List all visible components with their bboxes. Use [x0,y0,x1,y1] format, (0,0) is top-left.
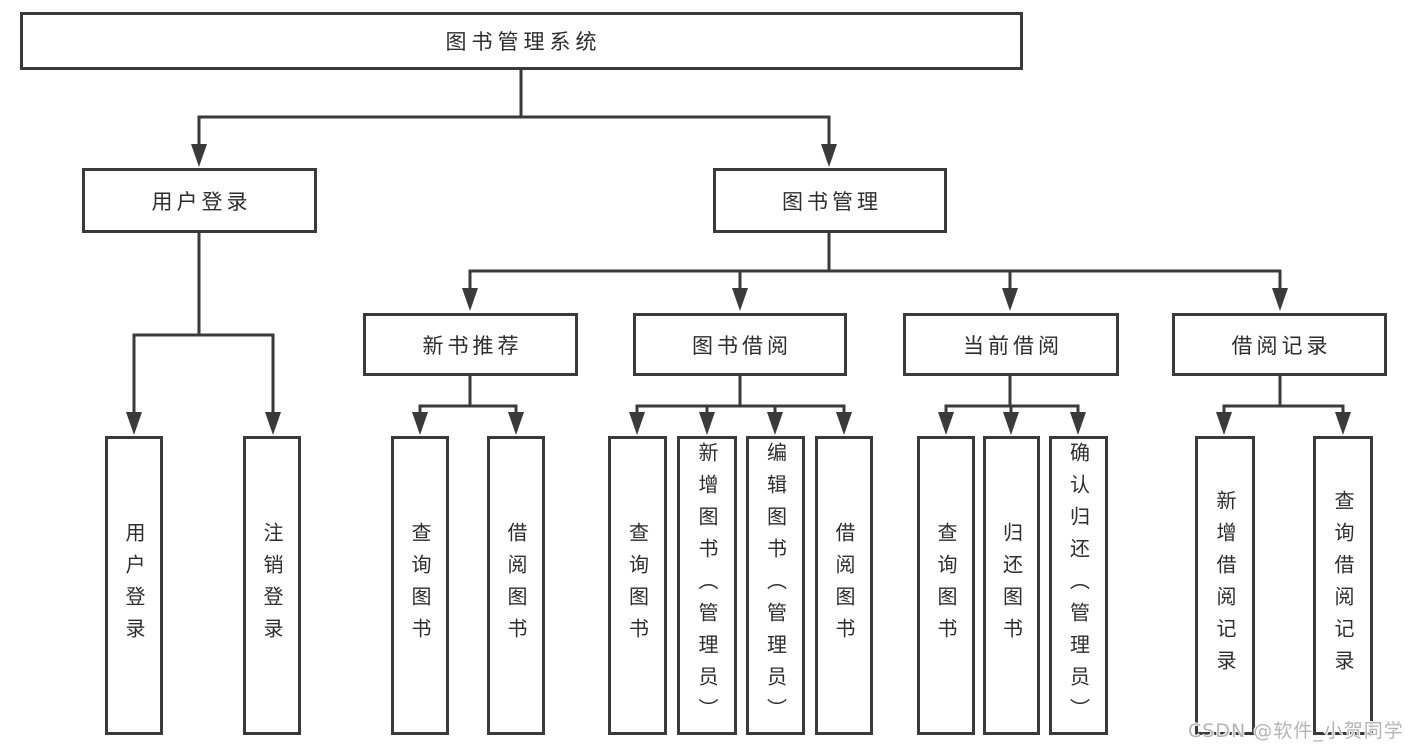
node-label: 图书管理 [782,189,882,214]
node-label: 图书借阅 [692,333,792,358]
node-book-borrowing: 图书借阅 [633,313,847,376]
node-new-book-recommendation: 新书推荐 [363,313,578,376]
node-label: 当前借阅 [963,333,1063,358]
leaf-query-books-recommend: 查询图书 [391,436,449,735]
node-label: 新书推荐 [422,333,523,358]
leaf-label: 新增图书（管理员） [695,441,719,730]
leaf-label: 新增借阅记录 [1213,489,1237,682]
leaf-confirm-return-admin: 确认归还（管理员） [1049,436,1108,735]
node-current-borrowing: 当前借阅 [903,313,1119,376]
leaf-label: 借阅图书 [832,521,856,650]
node-label: 用户登录 [151,189,252,214]
node-borrowing-records: 借阅记录 [1172,313,1387,376]
node-book-management: 图书管理 [713,168,947,233]
node-user-login: 用户登录 [82,168,317,233]
leaf-label: 编辑图书（管理员） [763,441,788,730]
node-library-management-system: 图书管理系统 [20,12,1023,70]
leaf-label: 查询借阅记录 [1331,489,1355,682]
leaf-label: 查询图书 [408,521,432,650]
leaf-user-login: 用户登录 [105,436,163,735]
tree-connectors [126,70,1351,435]
leaf-edit-books-admin: 编辑图书（管理员） [746,436,805,735]
node-label: 图书管理系统 [445,30,602,54]
node-label: 借阅记录 [1231,333,1332,358]
leaf-logout: 注销登录 [243,436,301,735]
leaf-label: 归还图书 [999,521,1024,650]
leaf-return-books: 归还图书 [983,436,1040,735]
leaf-label: 确认归还（管理员） [1066,441,1091,730]
leaf-label: 用户登录 [122,521,146,650]
leaf-label: 借阅图书 [504,521,528,650]
leaf-query-books-borrowing: 查询图书 [608,436,667,735]
leaf-label: 查询图书 [934,521,958,650]
leaf-label: 查询图书 [625,521,650,650]
leaf-query-books-current: 查询图书 [917,436,975,735]
leaf-label: 注销登录 [260,521,284,650]
leaf-add-borrow-record: 新增借阅记录 [1195,436,1255,735]
leaf-borrow-books-recommend: 借阅图书 [487,436,545,735]
watermark: CSDN @软件_小贺同学 [1188,720,1404,742]
leaf-add-books-admin: 新增图书（管理员） [677,436,737,735]
leaf-borrow-books-borrowing: 借阅图书 [815,436,873,735]
leaf-query-borrow-record: 查询借阅记录 [1313,436,1373,735]
